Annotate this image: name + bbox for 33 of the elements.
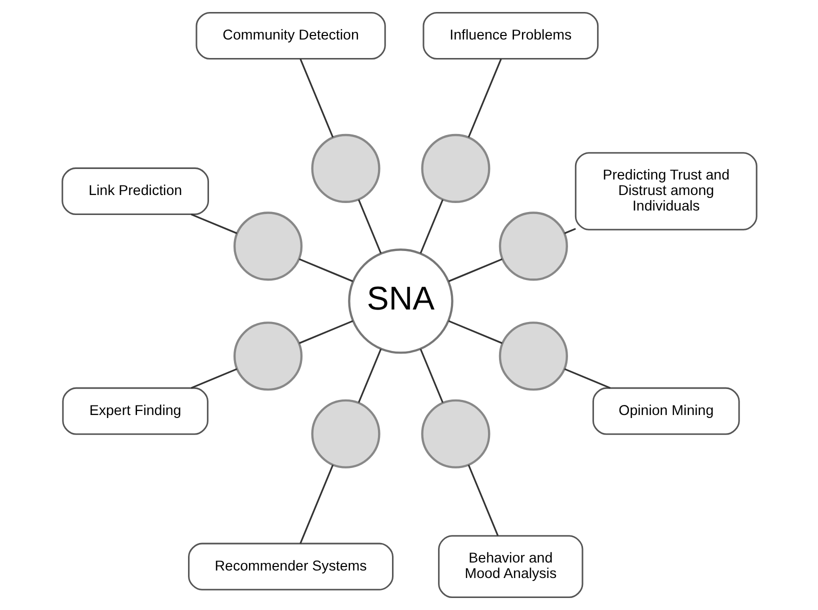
node-circle — [420, 134, 490, 203]
connector — [190, 368, 237, 389]
node-circle — [498, 322, 568, 391]
node-box: Influence Problems — [422, 12, 598, 60]
node-box: Recommender Systems — [188, 542, 394, 590]
node-box: Link Prediction — [61, 167, 208, 216]
node-circle — [310, 134, 380, 203]
node-box: Community Detection — [195, 12, 386, 60]
node-box: Opinion Mining — [592, 387, 740, 435]
node-box: Behavior and Mood Analysis — [438, 535, 583, 598]
connector — [467, 464, 498, 536]
node-circle — [232, 212, 302, 281]
connector — [564, 368, 610, 389]
connector — [357, 348, 382, 403]
node-box: Expert Finding — [62, 387, 208, 435]
connector — [419, 348, 443, 403]
connector — [190, 214, 237, 234]
connector — [467, 58, 502, 138]
node-circle — [420, 399, 490, 468]
connector — [299, 58, 334, 138]
connector — [298, 258, 353, 282]
node-circle — [310, 399, 380, 468]
node-circle: SNA — [348, 248, 453, 354]
connector — [448, 258, 502, 282]
node-circle — [232, 322, 302, 391]
connector — [299, 464, 334, 544]
node-circle — [498, 212, 568, 281]
connector — [298, 320, 353, 344]
connector — [419, 199, 443, 254]
connector — [448, 320, 502, 344]
node-box: Predicting Trust and Distrust among Individuals — [574, 152, 757, 230]
connector — [564, 228, 576, 234]
connector — [357, 199, 382, 254]
